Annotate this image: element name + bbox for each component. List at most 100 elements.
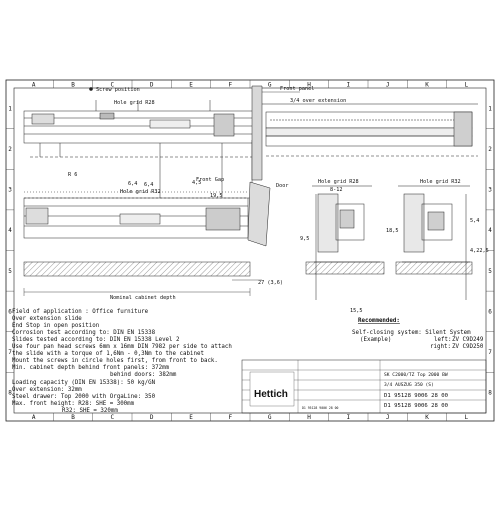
hole-grid-r32-section-label: Hole grid R32 (420, 179, 461, 185)
grid-column-label: F (229, 82, 233, 89)
grid-column-label: I (347, 414, 351, 421)
dim-5-4-label: 5,4 (470, 218, 479, 224)
note-line-7: the slide with a torque of 1,6Nm - 0,3Nm… (12, 351, 204, 357)
note-line-1: Field of application : Office furniture (12, 309, 149, 315)
grid-row-label: 4 (8, 227, 12, 234)
grid-column-label: C (111, 82, 115, 89)
grid-column-label: E (189, 414, 193, 421)
product-line-1: SK C2000/TZ Top 2000 BW (384, 372, 448, 378)
hettich-logo-box (249, 371, 295, 407)
tiny-doc-code: D1 95128 9006 28 00 (302, 406, 339, 410)
grid-row-label: 3 (8, 187, 12, 194)
over-extension-label: 3/4 over extension (290, 98, 346, 104)
hole-grid-r28-section-label: Hole grid R28 (318, 179, 359, 185)
grid-row-label: 2 (488, 146, 492, 153)
grid-row-labels-right: 1 2 3 4 5 6 7 8 (488, 105, 492, 396)
r6-label: R 6 (68, 172, 77, 178)
grid-column-label: A (32, 414, 36, 421)
grid-column-label: L (465, 82, 469, 89)
door-label: Door (276, 183, 289, 189)
dim-6-4-label: 6,4 (144, 182, 153, 188)
recommended-right-label: right: (430, 344, 451, 350)
grid-column-labels-top: A B C D E F G H I J K L (32, 82, 469, 89)
over-extension-slide-view (262, 103, 478, 157)
cabinet-bottom-panel (23, 261, 251, 277)
note-line-10: behind doors: 382mm (110, 372, 177, 378)
grid-row-label: 1 (8, 105, 12, 112)
grid-column-label: E (189, 82, 193, 89)
dim-19-5-label: 19,5 (210, 193, 223, 199)
grid-column-label: C (111, 414, 115, 421)
note-line-5: Slides tested according to: DIN EN 15338… (12, 337, 180, 343)
recommended-example: (Example) (360, 337, 391, 343)
doc-number-2: D1 95128 9006 28 00 (384, 403, 448, 409)
note-line-6: Use four pan head screws 6mm x 16mm DIN … (12, 344, 232, 350)
grid-row-label: 5 (488, 268, 492, 275)
slide-side-view (23, 191, 249, 239)
recommended-block: Recommended: Self-closing system: Silent… (352, 318, 484, 350)
grid-column-label: G (268, 414, 272, 421)
grid-column-label: I (347, 82, 351, 89)
grid-row-label: 4 (488, 227, 492, 234)
notes-block: Field of application : Office furniture … (12, 309, 232, 414)
grid-row-label: 6 (488, 308, 492, 315)
grid-column-label: J (386, 82, 390, 89)
cabinet-depth-dimension (23, 279, 262, 296)
product-line-2: 3/4 AUSZUG 350 (S) (384, 382, 434, 388)
front-panel-section (251, 85, 300, 181)
title-block-text: Hettich SK C2000/TZ Top 2000 BW 3/4 AUSZ… (254, 372, 448, 410)
grid-column-label: K (425, 414, 429, 421)
grid-column-label: B (71, 82, 75, 89)
dim-27-label: 27 (3,6) (258, 280, 283, 286)
note-line-3: End Stop in open position (12, 323, 99, 329)
grid-tick-marks (6, 80, 494, 421)
dim-left-vert-label: 9,5 (300, 236, 309, 242)
grid-row-label: 8 (8, 390, 12, 397)
note-line-15: R32: SHE = 320mm (62, 408, 118, 414)
recommended-left-label: left: (434, 337, 451, 343)
grid-column-label: G (268, 82, 272, 89)
dim-bottom-label: 15,5 (350, 308, 363, 314)
grid-row-label: 5 (8, 268, 12, 275)
recommended-title: Recommended: (358, 318, 400, 324)
dim-right-vert-label: 18,5 (386, 228, 399, 234)
grid-row-label: 1 (488, 105, 492, 112)
note-line-12: Over extension: 32mm (12, 387, 82, 393)
grid-column-label: H (307, 414, 311, 421)
grid-row-label: 7 (488, 349, 492, 356)
dim-4-5-label: 4,5 (192, 180, 201, 186)
grid-row-label: 3 (488, 187, 492, 194)
dim-8-12-label: 8-12 (330, 187, 343, 193)
hole-grid-r32-label: Hole grid R32 (120, 189, 161, 195)
grid-row-label: 7 (8, 349, 12, 356)
note-line-8: Mount the screws in circle holes first, … (12, 358, 218, 364)
dim-6-4b-label: 6,4 (128, 181, 137, 187)
recommended-system: Self-closing system: Silent System (352, 330, 471, 336)
grid-column-label: H (307, 82, 311, 89)
dim-far-right-label: 4,22,5 (470, 248, 489, 254)
grid-column-label: K (425, 82, 429, 89)
front-gap-label: Front Gap (196, 177, 224, 183)
title-block (241, 359, 487, 414)
note-line-11: Loading capacity (DIN EN 15338): 50 kg/G… (12, 380, 156, 386)
grid-column-label: D (150, 82, 154, 89)
section-detail-left (305, 185, 385, 300)
grid-column-label: L (465, 414, 469, 421)
door-section (247, 181, 271, 247)
recommended-left-value: ZV C9D249 (452, 337, 484, 343)
note-line-9: Min. cabinet depth behind front panels: … (12, 365, 170, 371)
grid-column-label: J (386, 414, 390, 421)
grid-row-label: 2 (8, 146, 12, 153)
note-line-14: Max. front height: R28: SHE = 300mm (12, 401, 135, 407)
recommended-right-value: ZV C9D250 (452, 344, 484, 350)
note-line-13: Steel drawer: Top 2000 with OrgaLine: 35… (12, 394, 156, 400)
grid-column-label: B (71, 414, 75, 421)
screw-position-label: Screw position (96, 87, 140, 93)
grid-row-label: 8 (488, 390, 492, 397)
doc-number-1: D1 95128 9006 28 00 (384, 393, 448, 399)
grid-column-label: A (32, 82, 36, 89)
